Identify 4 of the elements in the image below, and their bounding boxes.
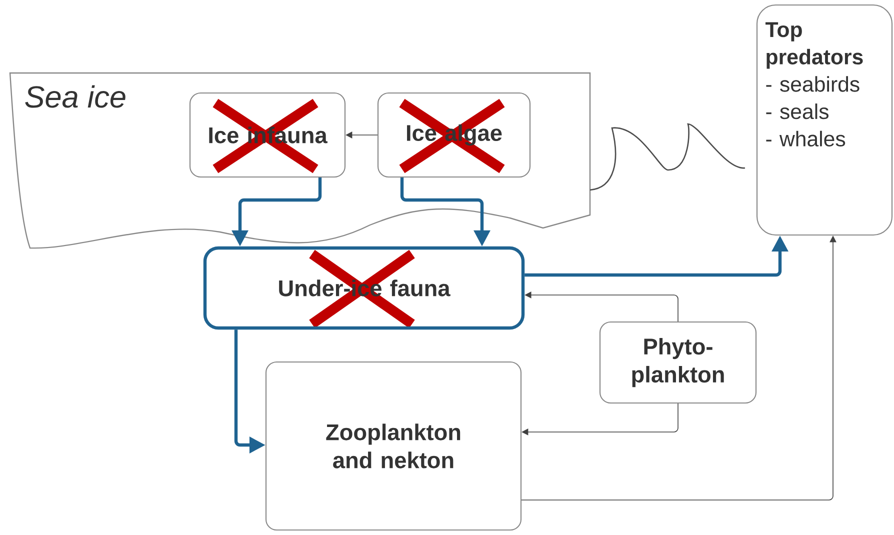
process-box: Zooplankton and nekton bbox=[265, 361, 522, 531]
area-label: Sea ice bbox=[25, 85, 126, 108]
process-box: Phyto-plankton bbox=[599, 321, 757, 404]
process-box: Top predators - seabirds - seals - whales bbox=[756, 4, 893, 236]
